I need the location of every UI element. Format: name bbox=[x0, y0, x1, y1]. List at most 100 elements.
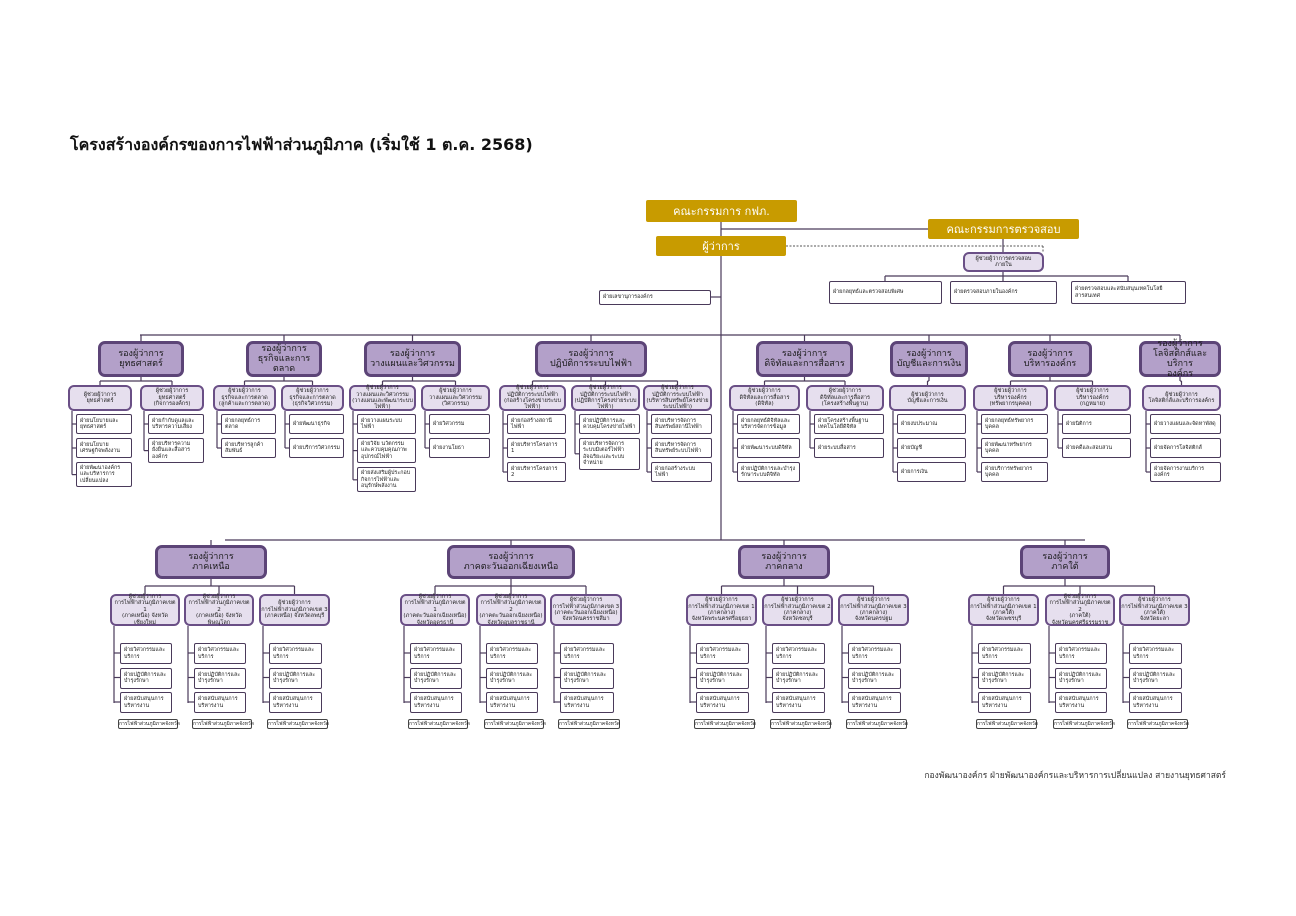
assistant-box: ผู้ช่วยผู้ว่าการ ธุรกิจและการตลาด (ลูกค้… bbox=[213, 385, 276, 411]
assistant-box: ผู้ช่วยผู้ว่าการ ธุรกิจและการตลาด (ธุรกิ… bbox=[281, 385, 344, 411]
division-box: ฝ่ายสนับสนุนการบริหารงาน bbox=[560, 692, 614, 713]
division-box: ฝ่ายปฏิบัติการและบำรุงรักษา bbox=[1129, 667, 1182, 689]
division-box: ฝ่ายกลยุทธ์ทรัพยากรบุคคล bbox=[981, 414, 1048, 434]
division-box: ฝ่ายการเงิน bbox=[897, 462, 966, 482]
regional-deputy-box: รองผู้ว่าการ ภาคตะวันออกเฉียงเหนือ bbox=[447, 545, 575, 579]
division-box: ฝ่ายวางแผนและจัดหาพัสดุ bbox=[1150, 414, 1221, 434]
division-box: ฝ่ายปฏิบัติการและบำรุงรักษา bbox=[1055, 667, 1107, 689]
area-assistant-box: ผู้ช่วยผู้ว่าการ การไฟฟ้าส่วนภูมิภาคเขต … bbox=[550, 594, 622, 626]
division-box: ฝ่ายวิศวกรรมและบริการ bbox=[486, 643, 538, 664]
division-box: ฝ่ายวิศวกรรมและบริการ bbox=[772, 643, 825, 664]
division-box: ฝ่ายกลยุทธ์และตรวจสอบพิเศษ bbox=[829, 281, 942, 304]
division-box: ฝ่ายวิศวกรรมและบริการ bbox=[1055, 643, 1107, 664]
deputy-box: รองผู้ว่าการ โลจิสติกส์และบริการ องค์กร bbox=[1139, 339, 1221, 379]
division-box: ฝ่ายวางแผนระบบไฟฟ้า bbox=[357, 414, 416, 434]
area-assistant-box: ผู้ช่วยผู้ว่าการ การไฟฟ้าส่วนภูมิภาคเขต … bbox=[838, 594, 909, 626]
regional-deputy-box: รองผู้ว่าการ ภาคใต้ bbox=[1020, 545, 1110, 579]
division-box: ฝ่ายปฏิบัติการและบำรุงรักษา bbox=[978, 667, 1031, 689]
assistant-box: ผู้ช่วยผู้ว่าการ บัญชีและการเงิน bbox=[889, 385, 966, 411]
division-box: ฝ่ายงานโยธา bbox=[429, 438, 490, 458]
audit-committee-box: คณะกรรมการตรวจสอบ bbox=[928, 219, 1079, 239]
governor-box: ผู้ว่าการ bbox=[656, 236, 786, 256]
division-list: ฝ่ายงบประมาณฝ่ายบัญชีฝ่ายการเงิน bbox=[897, 414, 966, 482]
division-box: ฝ่ายกลยุทธ์การตลาด bbox=[221, 414, 276, 434]
assistant-box: ผู้ช่วยผู้ว่าการ ดิจิทัลและการสื่อสาร (ด… bbox=[729, 385, 800, 411]
division-list: ฝ่ายกลยุทธ์ดิจิทัลและบริหารจัดการข้อมูลฝ… bbox=[737, 414, 800, 482]
division-box: ฝ่ายส่งเสริมผู้ประกอบกิจการไฟฟ้าและอนุรั… bbox=[357, 467, 416, 493]
division-box: ฝ่ายบริการวิศวกรรม bbox=[289, 438, 344, 458]
regional-deputy-box: รองผู้ว่าการ ภาคเหนือ bbox=[155, 545, 267, 579]
division-box: ฝ่ายปฏิบัติการและบำรุงรักษา bbox=[772, 667, 825, 689]
area-assistant-box: ผู้ช่วยผู้ว่าการ การไฟฟ้าส่วนภูมิภาคเขต … bbox=[686, 594, 757, 626]
deputy-box: รองผู้ว่าการ วางแผนและวิศวกรรม bbox=[364, 341, 461, 377]
division-box: ฝ่ายสนับสนุนการบริหารงาน bbox=[978, 692, 1031, 713]
area-assistant-box: ผู้ช่วยผู้ว่าการ การไฟฟ้าส่วนภูมิภาคเขต … bbox=[400, 594, 470, 626]
division-box: ฝ่ายบริหารจัดการระบบมิเตอร์ไฟฟ้าอัจฉริยะ… bbox=[579, 438, 640, 470]
division-box: ฝ่ายบริหารความยั่งยืนและสื่อสารองค์กร bbox=[148, 438, 204, 464]
division-box: ฝ่ายก่อสร้างสถานีไฟฟ้า bbox=[507, 414, 566, 434]
division-box: ฝ่ายปฏิบัติการและบำรุงรักษาระบบดิจิทัล bbox=[737, 462, 800, 482]
area-assistant-box: ผู้ช่วยผู้ว่าการ การไฟฟ้าส่วนภูมิภาคเขต … bbox=[184, 594, 254, 626]
area-assistant-box: ผู้ช่วยผู้ว่าการ การไฟฟ้าส่วนภูมิภาคเขต … bbox=[259, 594, 330, 626]
division-box: ฝ่ายบริหารลูกค้าสัมพันธ์ bbox=[221, 438, 276, 458]
provincial-office-label: การไฟฟ้าส่วนภูมิภาคจังหวัด bbox=[118, 719, 180, 729]
division-box: ฝ่ายวิศวกรรมและบริการ bbox=[1129, 643, 1182, 664]
regional-deputy-box: รองผู้ว่าการ ภาคกลาง bbox=[738, 545, 830, 579]
division-box: ฝ่ายสนับสนุนการบริหารงาน bbox=[1129, 692, 1182, 713]
area-assistant-box: ผู้ช่วยผู้ว่าการ การไฟฟ้าส่วนภูมิภาคเขต … bbox=[968, 594, 1039, 626]
provincial-office-label: การไฟฟ้าส่วนภูมิภาคจังหวัด bbox=[694, 719, 756, 729]
area-assistant-box: ผู้ช่วยผู้ว่าการ การไฟฟ้าส่วนภูมิภาคเขต … bbox=[1045, 594, 1115, 626]
division-box: ฝ่ายพัฒนาองค์กรและบริหารการเปลี่ยนแปลง bbox=[76, 462, 132, 488]
division-box: ฝ่ายวิศวกรรมและบริการ bbox=[696, 643, 749, 664]
provincial-office-label: การไฟฟ้าส่วนภูมิภาคจังหวัด bbox=[770, 719, 832, 729]
division-box: ฝ่ายปฏิบัติการและบำรุงรักษา bbox=[120, 667, 172, 689]
division-box: ฝ่ายนโยบายและยุทธศาสตร์ bbox=[76, 414, 132, 434]
division-box: ฝ่ายบริหารจัดการสินทรัพย์ระบบไฟฟ้า bbox=[651, 438, 712, 458]
division-list: ฝ่ายกลยุทธ์การตลาดฝ่ายบริหารลูกค้าสัมพัน… bbox=[221, 414, 276, 458]
division-list: ฝ่ายพัฒนาธุรกิจฝ่ายบริการวิศวกรรม bbox=[289, 414, 344, 458]
provincial-office-label: การไฟฟ้าส่วนภูมิภาคจังหวัด bbox=[1053, 719, 1115, 729]
division-box: ฝ่ายสนับสนุนการบริหารงาน bbox=[848, 692, 901, 713]
assistant-box: ผู้ช่วยผู้ว่าการ วางแผนและวิศวกรรม (วางแ… bbox=[349, 385, 416, 411]
area-assistant-box: ผู้ช่วยผู้ว่าการ การไฟฟ้าส่วนภูมิภาคเขต … bbox=[476, 594, 546, 626]
division-box: ฝ่ายปฏิบัติการและบำรุงรักษา bbox=[848, 667, 901, 689]
area-assistant-box: ผู้ช่วยผู้ว่าการ การไฟฟ้าส่วนภูมิภาคเขต … bbox=[110, 594, 180, 626]
deputy-box: รองผู้ว่าการ บัญชีและการเงิน bbox=[890, 341, 968, 377]
provincial-office-label: การไฟฟ้าส่วนภูมิภาคจังหวัด bbox=[1127, 719, 1189, 729]
division-list: ฝ่ายนิติการฝ่ายคดีและสอบสวน bbox=[1062, 414, 1131, 458]
area-assistant-box: ผู้ช่วยผู้ว่าการ การไฟฟ้าส่วนภูมิภาคเขต … bbox=[1119, 594, 1190, 626]
division-box: ฝ่ายพัฒนาระบบดิจิทัล bbox=[737, 438, 800, 458]
deputy-box: รองผู้ว่าการ ดิจิทัลและการสื่อสาร bbox=[756, 341, 853, 377]
page-title: โครงสร้างองค์กรของการไฟฟ้าส่วนภูมิภาค (เ… bbox=[70, 135, 533, 154]
division-box: ฝ่ายโครงสร้างพื้นฐานเทคโนโลยีดิจิทัล bbox=[814, 414, 884, 434]
division-box: ฝ่ายตรวจสอบภายในองค์กร bbox=[950, 281, 1057, 304]
assistant-box: ผู้ช่วยผู้ว่าการ ปฏิบัติการระบบไฟฟ้า (ก่… bbox=[499, 385, 566, 411]
provincial-office-label: การไฟฟ้าส่วนภูมิภาคจังหวัด bbox=[408, 719, 470, 729]
internal-audit-assistant-box: ผู้ช่วยผู้ว่าการตรวจสอบ ภายใน bbox=[963, 252, 1044, 272]
division-box: ฝ่ายจัดการโลจิสติกส์ bbox=[1150, 438, 1221, 458]
division-box: ฝ่ายปฏิบัติการและควบคุมโครงข่ายไฟฟ้า bbox=[579, 414, 640, 434]
provincial-office-label: การไฟฟ้าส่วนภูมิภาคจังหวัด bbox=[846, 719, 908, 729]
division-box: ฝ่ายวิศวกรรม bbox=[429, 414, 490, 434]
assistant-box: ผู้ช่วยผู้ว่าการ ยุทธศาสตร์ (กิจการองค์ก… bbox=[140, 385, 204, 411]
division-box: ฝ่ายจัดการงานบริการองค์กร bbox=[1150, 462, 1221, 482]
division-list: ฝ่ายวางแผนระบบไฟฟ้าฝ่ายวิจัย นวัตกรรม แล… bbox=[357, 414, 416, 493]
deputy-box: รองผู้ว่าการ ปฏิบัติการระบบไฟฟ้า bbox=[535, 341, 647, 377]
division-box: ฝ่ายสนับสนุนการบริหารงาน bbox=[772, 692, 825, 713]
deputy-box: รองผู้ว่าการ บริหารองค์กร bbox=[1008, 341, 1092, 377]
division-box: ฝ่ายระบบสื่อสาร bbox=[814, 438, 884, 458]
division-list: ฝ่ายก่อสร้างสถานีไฟฟ้าฝ่ายบริหารโครงการ … bbox=[507, 414, 566, 482]
division-list: ฝ่ายวิศวกรรมฝ่ายงานโยธา bbox=[429, 414, 490, 458]
division-list: ฝ่ายปฏิบัติการและควบคุมโครงข่ายไฟฟ้าฝ่าย… bbox=[579, 414, 640, 470]
assistant-box: ผู้ช่วยผู้ว่าการ บริหารองค์กร (ทรัพยากรบ… bbox=[973, 385, 1048, 411]
board-box: คณะกรรมการ กฟภ. bbox=[646, 200, 797, 222]
assistant-box: ผู้ช่วยผู้ว่าการ โลจิสติกส์และบริการองค์… bbox=[1142, 385, 1221, 411]
division-box: ฝ่ายบริหารโครงการ 2 bbox=[507, 462, 566, 482]
division-box: ฝ่ายปฏิบัติการและบำรุงรักษา bbox=[269, 667, 322, 689]
division-list: ฝ่ายกำกับดูแลและบริหารความเสี่ยงฝ่ายบริห… bbox=[148, 414, 204, 464]
division-box: ฝ่ายวิศวกรรมและบริการ bbox=[848, 643, 901, 664]
division-box: ฝ่ายบัญชี bbox=[897, 438, 966, 458]
deputy-box: รองผู้ว่าการ ยุทธศาสตร์ bbox=[98, 341, 184, 377]
division-box: ฝ่ายตรวจสอบและสนับสนุนเทคโนโลยีสารสนเทศ bbox=[1071, 281, 1186, 304]
division-box: ฝ่ายวิศวกรรมและบริการ bbox=[560, 643, 614, 664]
